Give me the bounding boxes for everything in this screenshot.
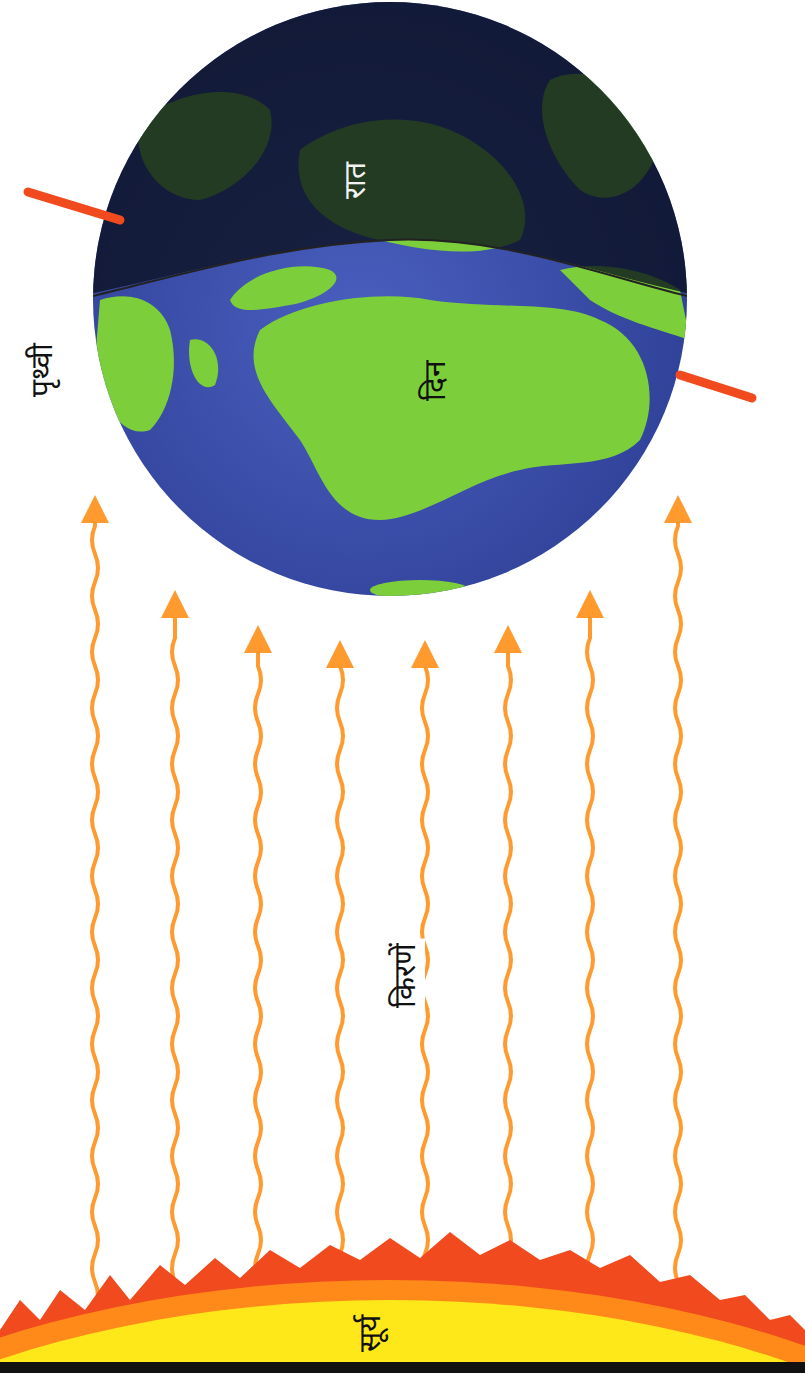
ray-arrowhead (161, 590, 189, 618)
ray-arrowhead (576, 590, 604, 618)
ray-line (172, 612, 178, 1310)
ray-line (587, 612, 593, 1310)
day-label: दिन (417, 360, 453, 401)
sun-node: सूर्य (150, 1285, 600, 1362)
sun-rays (81, 495, 692, 1310)
ray-line (675, 517, 681, 1310)
sun-label: सूर्य (352, 1315, 388, 1352)
earth-label: पृथ्वी (24, 343, 60, 397)
ray-arrowhead (411, 640, 439, 668)
sun-symbol (0, 1232, 805, 1362)
ray-arrowhead (81, 495, 109, 523)
ray-line (255, 647, 261, 1310)
ray-line (337, 662, 343, 1310)
earth-node: पृथ्वी रात दिन (0, 0, 700, 600)
ray-arrowhead (326, 640, 354, 668)
bottom-bar (0, 1362, 805, 1373)
night-label: रात (337, 162, 373, 199)
ray-arrowhead (244, 625, 272, 653)
ray-line (505, 647, 511, 1310)
earth-globe (28, 0, 752, 600)
ray-arrowhead (664, 495, 692, 523)
ray-line (92, 517, 98, 1310)
ray-arrowhead (494, 625, 522, 653)
rays-label: किरणें (385, 939, 425, 1012)
